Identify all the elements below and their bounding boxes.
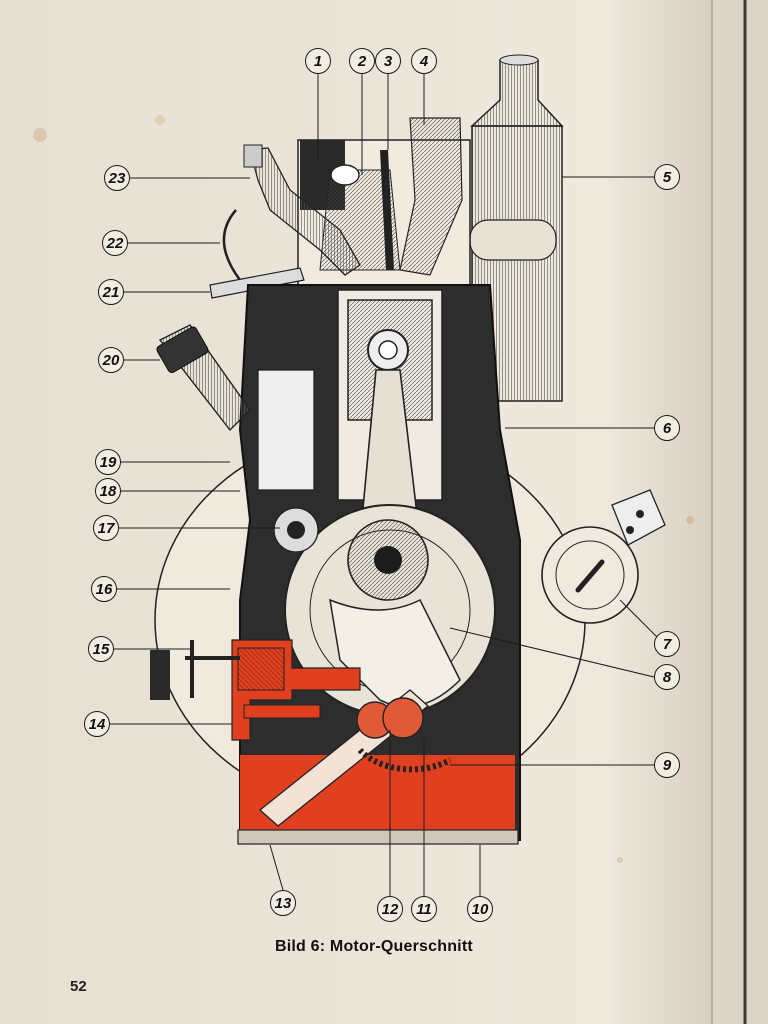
leader-lines: [110, 74, 661, 896]
intake-port: [399, 117, 463, 276]
callout-12: 12: [377, 896, 403, 922]
callout-20: 20: [98, 347, 124, 373]
figure-caption: Bild 6: Motor-Querschnitt: [275, 938, 473, 955]
page-number: 52: [70, 978, 87, 995]
callout-23: 23: [104, 165, 130, 191]
callout-13: 13: [270, 890, 296, 916]
callout-17: 17: [93, 515, 119, 541]
callout-2: 2: [349, 48, 375, 74]
callout-1: 1: [305, 48, 331, 74]
callout-5: 5: [654, 164, 680, 190]
callout-10: 10: [467, 896, 493, 922]
callout-19: 19: [95, 449, 121, 475]
callout-22: 22: [102, 230, 128, 256]
callout-6: 6: [654, 415, 680, 441]
callout-15: 15: [88, 636, 114, 662]
callout-8: 8: [654, 664, 680, 690]
callout-18: 18: [95, 478, 121, 504]
callout-14: 14: [84, 711, 110, 737]
callout-16: 16: [91, 576, 117, 602]
callout-9: 9: [654, 752, 680, 778]
callout-21: 21: [98, 279, 124, 305]
callout-7: 7: [654, 631, 680, 657]
callout-4: 4: [411, 48, 437, 74]
callout-3: 3: [375, 48, 401, 74]
callout-11: 11: [411, 896, 437, 922]
injector: [249, 147, 361, 276]
fuel-pump: [257, 369, 315, 491]
next-page-edge: [712, 0, 768, 1024]
